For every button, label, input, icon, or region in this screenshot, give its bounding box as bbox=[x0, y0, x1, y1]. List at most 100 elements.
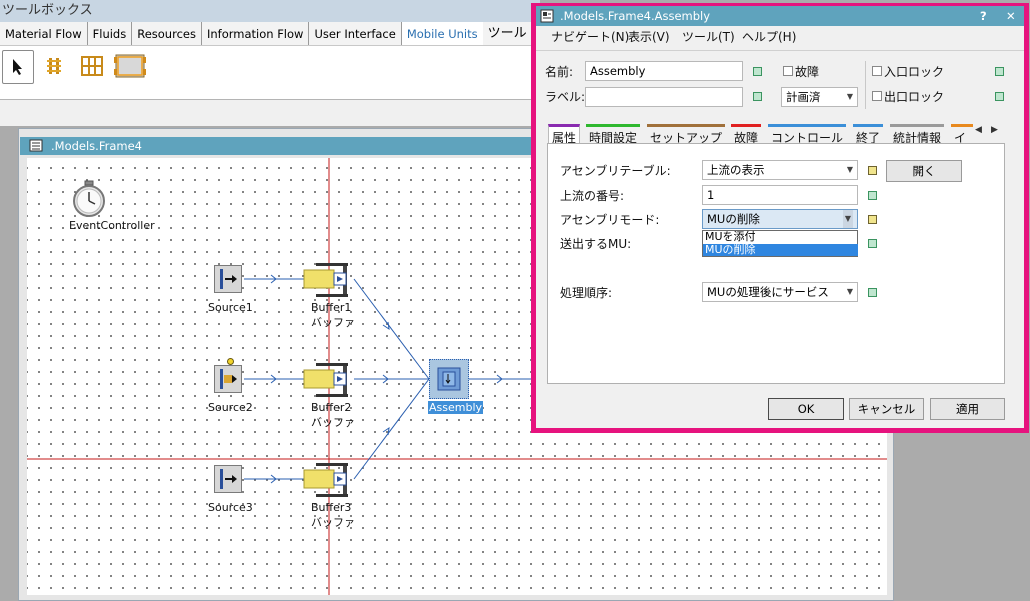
tab-resources[interactable]: Resources bbox=[132, 22, 202, 45]
help-button[interactable]: ? bbox=[980, 9, 987, 23]
ok-button[interactable]: OK bbox=[768, 398, 844, 420]
assembly-station[interactable] bbox=[429, 359, 469, 399]
menu-help[interactable]: ヘルプ(H) bbox=[742, 30, 797, 44]
tab-material-flow[interactable]: Material Flow bbox=[0, 22, 88, 45]
source2[interactable] bbox=[214, 365, 242, 393]
assembly-label: Assembly bbox=[428, 401, 484, 414]
send-mu-label: 送出するMU: bbox=[560, 237, 632, 251]
apply-button[interactable]: 適用 bbox=[930, 398, 1005, 420]
tab-setup[interactable]: セットアップ bbox=[647, 124, 726, 145]
open-button[interactable]: 開く bbox=[886, 160, 962, 182]
connector-buffer1-assembly[interactable] bbox=[353, 278, 430, 380]
chevron-down-icon: ▼ bbox=[846, 287, 853, 296]
buffer1-label: Buffer1 bbox=[311, 301, 352, 314]
entrance-lock-checkbox[interactable] bbox=[872, 66, 882, 76]
arrow-head bbox=[382, 321, 390, 331]
transporter-icon[interactable] bbox=[114, 50, 146, 82]
tab-scroll-right-icon[interactable]: ▶ bbox=[991, 125, 998, 135]
assembly-icon bbox=[437, 367, 461, 391]
source3[interactable] bbox=[214, 465, 242, 493]
inherit-indicator-icon[interactable] bbox=[868, 288, 877, 297]
close-icon[interactable]: ✕ bbox=[1006, 9, 1016, 23]
menu-tools[interactable]: ツール(T) bbox=[682, 30, 735, 44]
dialog-title-bar[interactable]: .Models.Frame4.Assembly ? ✕ bbox=[536, 6, 1024, 26]
exit-lock-checkbox[interactable] bbox=[872, 91, 882, 101]
tab-more[interactable]: イ bbox=[951, 124, 973, 144]
inherit-indicator-icon[interactable] bbox=[995, 67, 1004, 76]
toolbox-title: ツールボックス bbox=[0, 0, 540, 22]
name-label: 名前: bbox=[545, 65, 574, 79]
failure-checkbox[interactable] bbox=[783, 66, 793, 76]
inherit-indicator-icon[interactable] bbox=[995, 92, 1004, 101]
tab-statistics[interactable]: 統計情報 bbox=[890, 124, 945, 145]
toolbox-tab-strip: Material Flow Fluids Resources Informati… bbox=[0, 22, 540, 46]
tab-mobile-units[interactable]: Mobile Units bbox=[401, 22, 483, 45]
buffer3[interactable] bbox=[303, 462, 353, 498]
inherit-indicator-icon[interactable] bbox=[753, 92, 762, 101]
grid-frame-icon[interactable] bbox=[76, 50, 108, 82]
cancel-button[interactable]: キャンセル bbox=[849, 398, 924, 420]
buffer2[interactable] bbox=[303, 362, 353, 398]
buffer-icon bbox=[303, 463, 348, 497]
assembly-mode-select[interactable]: MUの削除 ▼ bbox=[702, 209, 858, 229]
exit-lock-label: 出口ロック bbox=[884, 90, 945, 104]
inherit-indicator-icon[interactable] bbox=[753, 67, 762, 76]
attributes-panel bbox=[547, 143, 1005, 384]
changed-indicator-icon[interactable] bbox=[868, 166, 877, 175]
entrance-lock-label: 入口ロック bbox=[884, 65, 945, 79]
assembly-table-value: 上流の表示 bbox=[707, 163, 765, 177]
buffer2-label: Buffer2 bbox=[311, 401, 352, 414]
buffer1[interactable] bbox=[303, 262, 353, 298]
tab-user-interface[interactable]: User Interface bbox=[309, 22, 402, 45]
process-order-value: MUの処理後にサービス bbox=[707, 285, 829, 299]
inherit-indicator-icon[interactable] bbox=[868, 239, 877, 248]
tab-information-flow[interactable]: Information Flow bbox=[201, 22, 310, 45]
failure-checkbox-label: 故障 bbox=[795, 65, 820, 79]
tab-fluids[interactable]: Fluids bbox=[87, 22, 133, 45]
buffer3-label: Buffer3 bbox=[311, 501, 352, 514]
track-icon[interactable] bbox=[38, 50, 70, 82]
changed-indicator-icon[interactable] bbox=[868, 215, 877, 224]
label-label: ラベル: bbox=[545, 90, 586, 104]
tab-controls[interactable]: コントロール bbox=[768, 124, 847, 145]
assembly-table-select[interactable]: 上流の表示 ▼ bbox=[702, 160, 858, 180]
upstream-number-label: 上流の番号: bbox=[560, 189, 625, 203]
buffer1-sublabel: バッファ bbox=[311, 316, 355, 329]
source1-label: Source1 bbox=[208, 301, 253, 314]
source3-label: Source3 bbox=[208, 501, 253, 514]
inherit-indicator-icon[interactable] bbox=[868, 191, 877, 200]
plan-select[interactable]: 計画済 ▼ bbox=[781, 87, 858, 107]
chevron-down-icon: ▼ bbox=[846, 92, 853, 101]
event-controller[interactable] bbox=[71, 180, 107, 221]
toolbox-tool-area bbox=[0, 46, 540, 100]
arrow-head bbox=[496, 374, 503, 384]
pointer-icon[interactable] bbox=[2, 50, 34, 84]
menu-view[interactable]: 表示(V) bbox=[628, 30, 670, 44]
dropdown-option-attach[interactable]: MUを添付 bbox=[705, 230, 756, 243]
menu-navigate[interactable]: ナビゲート(N) bbox=[551, 30, 630, 44]
name-input[interactable]: Assembly bbox=[585, 61, 743, 81]
connector-buffer3-assembly[interactable] bbox=[353, 378, 430, 480]
label-input[interactable] bbox=[585, 87, 743, 107]
tab-tools[interactable]: ツール bbox=[482, 22, 533, 45]
tab-time-settings[interactable]: 時間設定 bbox=[586, 124, 641, 145]
dropdown-option-delete[interactable]: MUの削除 bbox=[703, 244, 858, 256]
chevron-down-icon: ▼ bbox=[846, 165, 853, 174]
source-arrow-icon bbox=[220, 469, 237, 489]
event-controller-label: EventController bbox=[69, 219, 155, 232]
upstream-number-input[interactable]: 1 bbox=[702, 185, 858, 205]
toolbox-bottom-strip bbox=[0, 100, 540, 126]
arrow-head bbox=[270, 374, 277, 384]
source1[interactable] bbox=[214, 265, 242, 293]
process-order-select[interactable]: MUの処理後にサービス ▼ bbox=[702, 282, 858, 302]
tab-scroll-left-icon[interactable]: ◀ bbox=[975, 125, 982, 135]
tab-attributes[interactable]: 属性 bbox=[548, 124, 581, 145]
source-arrow-icon bbox=[220, 369, 237, 389]
arrow-head bbox=[382, 426, 390, 436]
assembly-mode-value: MUの削除 bbox=[707, 212, 760, 226]
source-arrow-icon bbox=[220, 269, 237, 289]
tab-failures[interactable]: 故障 bbox=[731, 124, 762, 145]
tab-exit[interactable]: 終了 bbox=[853, 124, 884, 145]
frame-window-icon bbox=[29, 139, 43, 157]
dialog-window-icon bbox=[540, 9, 554, 29]
